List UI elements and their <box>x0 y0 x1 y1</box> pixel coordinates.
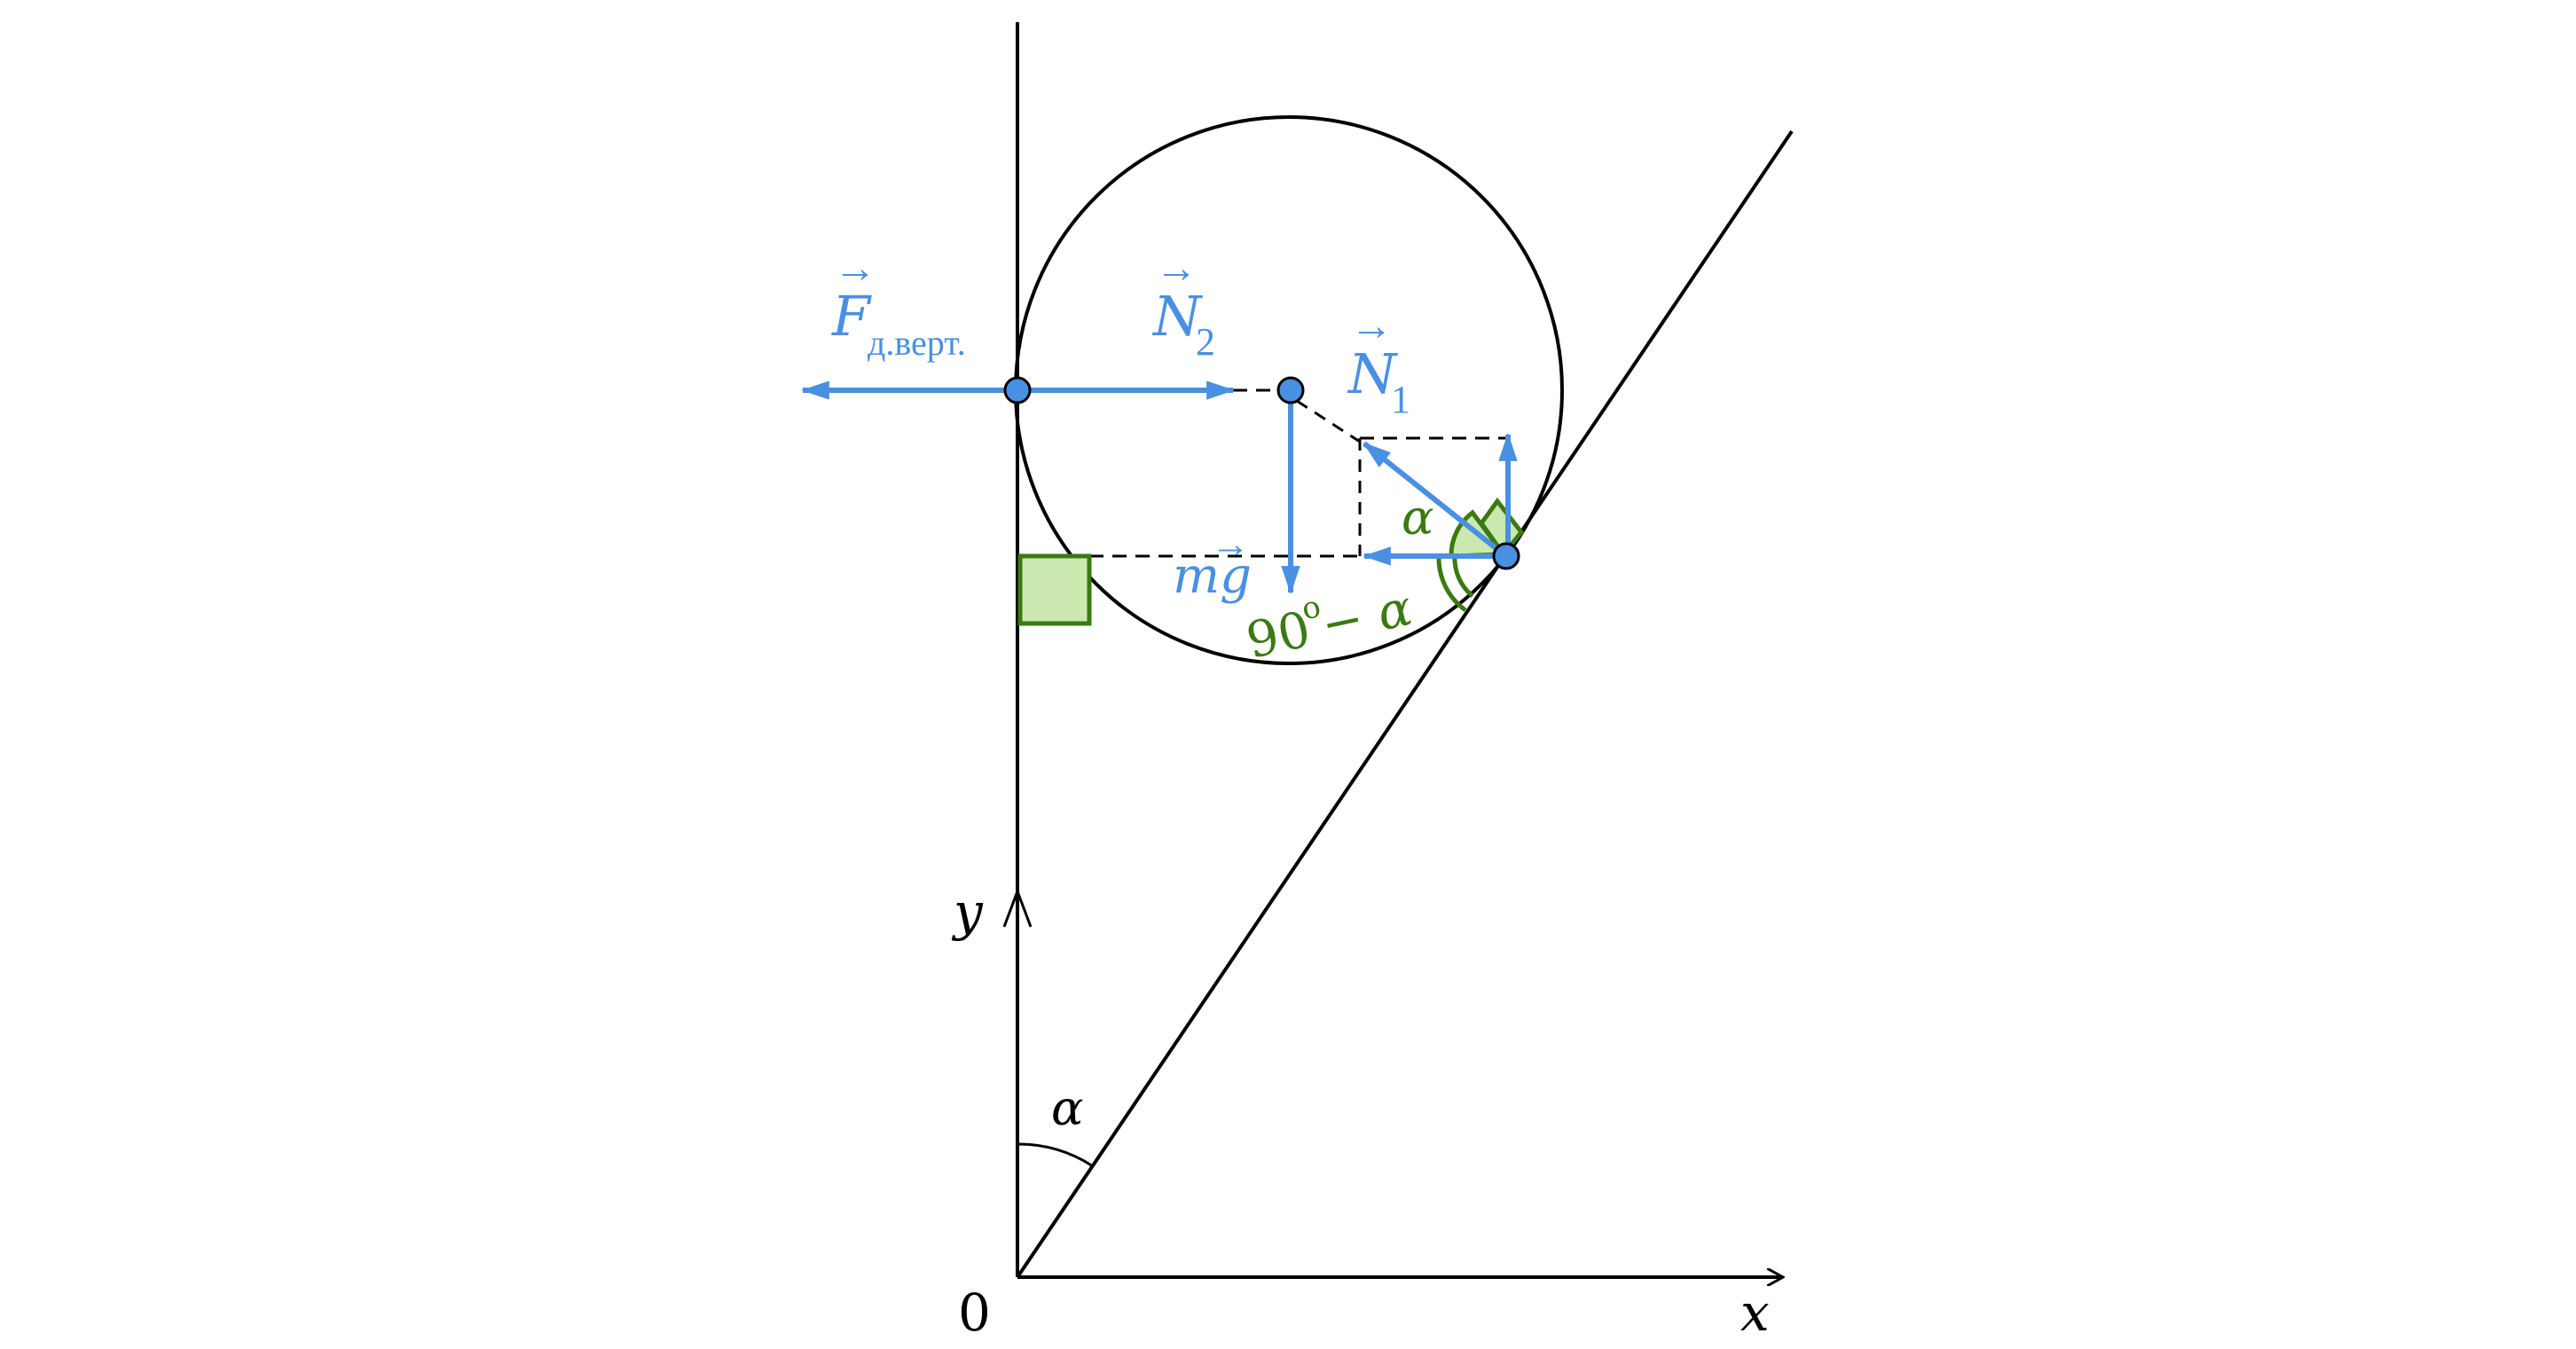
angle-90-minus-alpha-arc-2 <box>1436 555 1467 613</box>
ball-center-point <box>1276 376 1305 404</box>
right-angle-marker-wall <box>1017 553 1092 626</box>
inclined-plane <box>1016 129 1794 1279</box>
dashed-center-to-contact <box>1296 399 1361 443</box>
svg-text:1: 1 <box>1391 378 1410 421</box>
wall-contact-point <box>1003 376 1032 404</box>
svg-text:→: → <box>1350 302 1393 349</box>
alpha-angle-arc <box>1017 1142 1094 1168</box>
svg-text:2: 2 <box>1196 320 1215 364</box>
label-n2: → N 2 <box>1151 245 1215 364</box>
svg-text:F: F <box>831 284 872 349</box>
label-n1: → N 1 <box>1347 302 1410 421</box>
svg-text:N: N <box>1151 284 1204 349</box>
x-axis-label: x <box>1740 1282 1770 1343</box>
svg-text:→: → <box>834 245 876 292</box>
svg-text:д.верт.: д.верт. <box>868 323 966 363</box>
label-alpha-green: α <box>1402 490 1433 545</box>
alpha-angle-label: α <box>1051 1080 1083 1136</box>
label-mg: → mg <box>1173 522 1252 605</box>
label-90-minus-alpha: 90 o − α <box>1242 579 1418 671</box>
svg-text:mg: mg <box>1173 547 1252 605</box>
y-axis-arrow-icon <box>1002 887 1033 928</box>
label-f-vert: → F д.верт. <box>831 245 966 363</box>
svg-text:− α: − α <box>1316 579 1418 655</box>
svg-text:→: → <box>1211 522 1250 566</box>
svg-text:N: N <box>1347 341 1399 406</box>
angle-90-minus-alpha-arc-1 <box>1452 555 1474 598</box>
y-axis-label: y <box>951 882 984 942</box>
origin-label: 0 <box>958 1282 991 1343</box>
plane-contact-point <box>1492 542 1520 570</box>
svg-text:→: → <box>1155 245 1198 292</box>
force-n1-arrow <box>1363 441 1505 557</box>
svg-text:90: 90 <box>1242 600 1315 670</box>
